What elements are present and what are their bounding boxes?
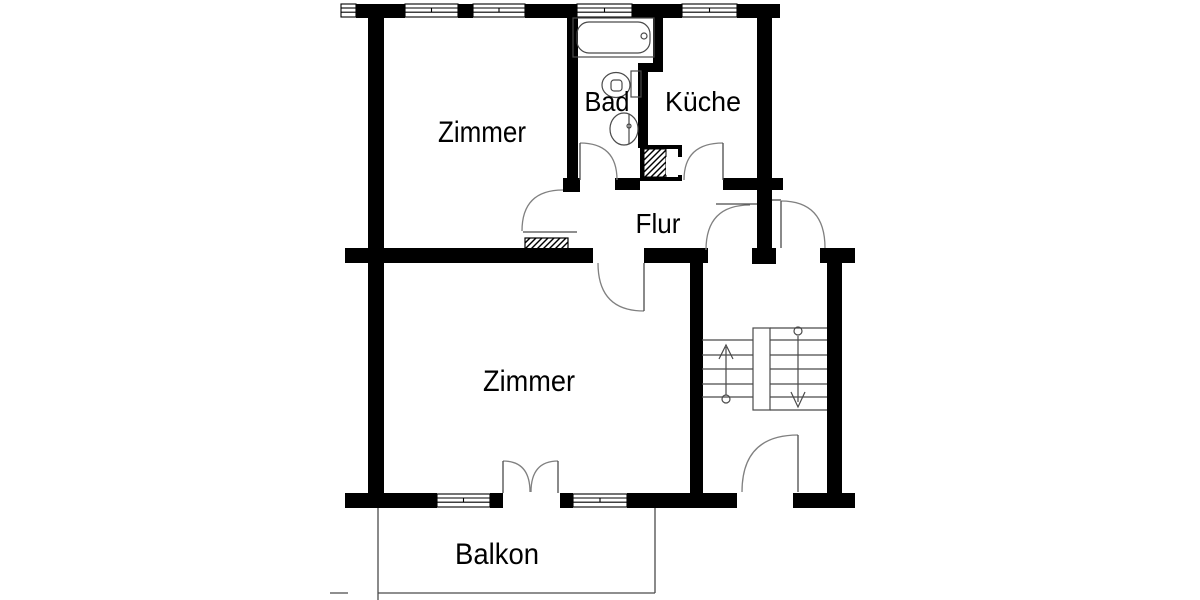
window-fragment-left	[340, 3, 357, 18]
down-arrow-icon	[790, 326, 806, 409]
door-kitchen	[683, 142, 724, 181]
wall-bath-kitchen-upper	[653, 15, 663, 63]
wall-bottom-right	[627, 493, 737, 508]
window-kitchen	[681, 3, 738, 18]
wall-stair-left	[690, 263, 703, 494]
sink-icon	[609, 112, 639, 146]
wall-hall-top-right	[723, 178, 783, 190]
door-bath	[579, 142, 618, 181]
doors	[502, 142, 826, 493]
wall-top-pier	[525, 4, 577, 18]
wall-bottom	[345, 493, 437, 508]
wall-middle	[345, 248, 593, 263]
room-label-kueche: Küche	[665, 86, 741, 117]
wall-stair-ttop	[820, 248, 855, 263]
wall-hall-top	[615, 178, 640, 190]
wall-stair-right	[827, 263, 842, 494]
wall-kitchen-right	[757, 4, 772, 250]
stairs-divider	[752, 327, 771, 411]
wall-bath-kitchen-jog	[638, 63, 663, 72]
threshold-hatch	[524, 237, 569, 251]
door-apartment-entrance	[772, 199, 826, 249]
wall-top-pier	[458, 4, 473, 18]
door-hall-stairwell	[705, 203, 757, 251]
wall-bath-kitchen-lower	[638, 72, 648, 148]
toilet-icon	[601, 70, 642, 99]
door-room-bottom	[597, 262, 645, 312]
door-room-top	[521, 189, 577, 233]
room-label-bad: Bad	[585, 86, 630, 117]
room-labels: Zimmer Bad Küche Flur Zimmer Balkon	[438, 86, 741, 571]
wall-bath-left-foot	[563, 178, 580, 192]
wall-middle-right	[644, 248, 708, 263]
door-building-entrance	[741, 434, 799, 493]
room-label-zimmer-bottom: Zimmer	[483, 365, 575, 398]
bathtub-icon	[572, 17, 655, 58]
wall-bottom-jamb	[560, 493, 573, 508]
room-label-zimmer-top: Zimmer	[438, 116, 526, 149]
windows	[340, 3, 738, 508]
chimney-icon	[640, 145, 683, 181]
stairs-treads-left	[702, 339, 753, 398]
window-room-top-1	[404, 3, 459, 18]
balcony-outline	[330, 508, 656, 600]
room-label-flur: Flur	[636, 208, 681, 239]
window-room-bottom-1	[436, 493, 491, 508]
wall-bath-left	[567, 17, 578, 180]
wall-bottom-jamb	[490, 493, 503, 508]
bath-fixtures	[572, 17, 655, 146]
window-room-bottom-2	[572, 493, 628, 508]
stairs	[702, 326, 827, 411]
door-balcony-double	[502, 460, 559, 493]
wall-top-pier	[632, 4, 682, 18]
room-label-balkon: Balkon	[455, 538, 539, 571]
window-bath	[576, 3, 633, 18]
wall-bottom-stair	[793, 493, 855, 508]
wall-kitchen-right-foot	[752, 248, 776, 264]
window-room-top-2	[472, 3, 526, 18]
up-arrow-icon	[718, 343, 734, 404]
walls	[345, 4, 855, 508]
